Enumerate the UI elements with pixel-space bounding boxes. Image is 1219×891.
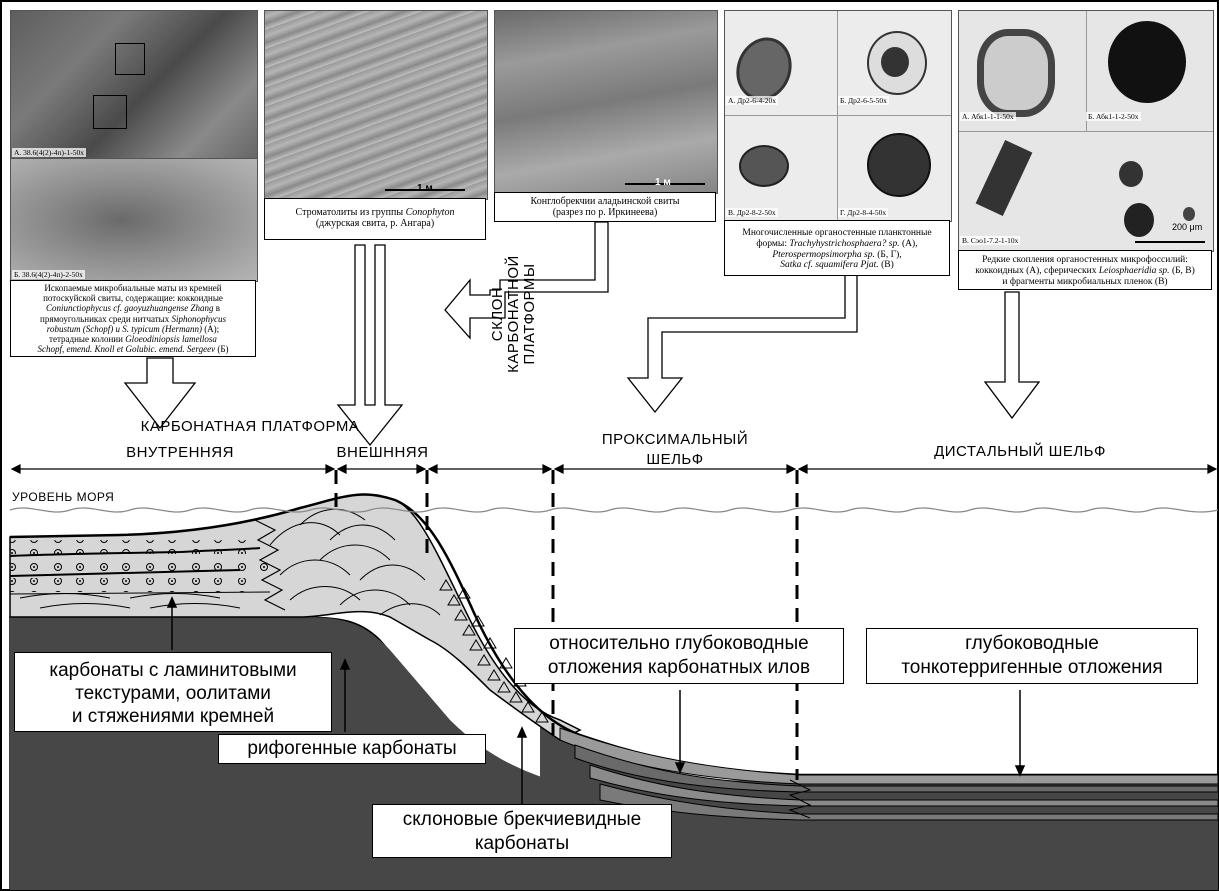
arrow-caption5 bbox=[985, 292, 1039, 418]
photo-4 bbox=[724, 10, 952, 222]
photo-1b bbox=[10, 158, 258, 282]
photo-5 bbox=[958, 10, 1214, 252]
zone-proximal: ПРОКСИМАЛЬНЫЙ ШЕЛЬФ bbox=[560, 430, 790, 470]
detail-box bbox=[93, 95, 127, 129]
photo-4b-label: Б. Др2-6-5-50х bbox=[838, 96, 889, 105]
photo-4a-label: А. Др2-6-4-20х bbox=[726, 96, 778, 105]
photo-1a-label: А. 38.6(4(2)-4п)-1-50х bbox=[12, 148, 86, 157]
caption-5: Редкие скопления органостенных микрофосс… bbox=[958, 250, 1212, 290]
photo-5-scale: 200 μm bbox=[1170, 222, 1204, 232]
caption-4: Многочисленные органостенные планктонные… bbox=[724, 220, 950, 276]
sea-level-wave bbox=[10, 508, 1218, 512]
zone-platform: КАРБОНАТНАЯ ПЛАТФОРМА bbox=[120, 418, 380, 435]
photo-5a-label: А. Абк1-1-1-50х bbox=[960, 112, 1016, 121]
caption-1: Ископаемые микробиальные маты из кремней… bbox=[10, 280, 256, 357]
photo-1b-label: Б. 38.6(4(2)-4п)-2-50х bbox=[12, 270, 85, 279]
sea-level-label: УРОВЕНЬ МОРЯ bbox=[12, 490, 114, 504]
zone-slope: СКЛОН КАРБОНАТНОЙ ПЛАТФОРМЫ bbox=[428, 318, 548, 468]
photo-1a bbox=[10, 10, 258, 160]
zone-distal: ДИСТАЛЬНЫЙ ШЕЛЬФ bbox=[870, 443, 1170, 460]
photo-2: 1 м bbox=[264, 10, 488, 200]
photo-4d-label: Г. Др2-8-4-50х bbox=[838, 208, 888, 217]
photo-3: 1 м bbox=[494, 10, 718, 194]
arrow-caption4 bbox=[628, 275, 857, 412]
arrow-caption2 bbox=[338, 245, 402, 445]
label-relative-deep: относительно глубоководные отложения кар… bbox=[514, 628, 844, 684]
label-breccia-carbonates: склоновые брекчиевидные карбонаты bbox=[372, 804, 672, 858]
label-reef-carbonates: рифогенные карбонаты bbox=[218, 734, 486, 764]
zone-outer: ВНЕШННЯЯ bbox=[325, 444, 440, 461]
scale-label: 1 м bbox=[655, 177, 671, 188]
photo-4c-label: В. Др2-8-2-50х bbox=[726, 208, 778, 217]
zone-inner: ВНУТРЕННЯЯ bbox=[80, 444, 280, 461]
caption-3: Конглобрекчии аладьинской свиты (разрез … bbox=[494, 192, 716, 222]
scale-label: 1 м bbox=[417, 183, 433, 194]
detail-box bbox=[115, 43, 145, 75]
label-laminite-carbonates: карбонаты с ламинитовыми текстурами, оол… bbox=[14, 652, 332, 732]
label-deep-water: глубоководные тонкотерригенные отложения bbox=[866, 628, 1198, 684]
photo-5b-label: Б. Абк1-1-2-50х bbox=[1086, 112, 1141, 121]
caption-2: Строматолиты из группы Conophyton (джурс… bbox=[264, 198, 486, 240]
photo-5c-label: В. Сэо1-7.2-1-10х bbox=[960, 236, 1020, 245]
